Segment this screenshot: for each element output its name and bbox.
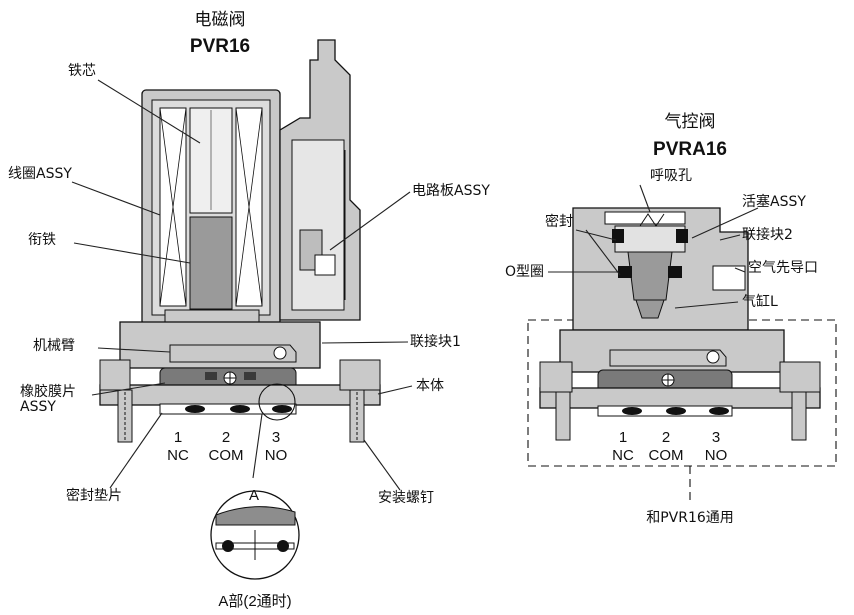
pvr16-port-2-number: 2 xyxy=(222,429,230,446)
pvr16-port-2-name: COM xyxy=(209,447,244,464)
pvr16-port-3-number: 3 xyxy=(272,429,280,446)
pvra16-leader-lines xyxy=(548,207,759,309)
label-piston: 活塞ASSY xyxy=(742,193,806,210)
o-ring-right xyxy=(668,266,682,278)
detail-a-caption: A部(2通时) xyxy=(218,593,291,610)
label-diaphragm-1: 橡胶膜片 xyxy=(20,383,76,400)
detail-a-marker: A xyxy=(249,487,259,504)
label-link-block-1: 联接块1 xyxy=(410,333,461,350)
label-coil: 线圈ASSY xyxy=(8,166,72,182)
label-core: 铁芯 xyxy=(68,63,96,79)
pvra16-port-1-name: NC xyxy=(612,447,634,464)
detail-a-marker-circle xyxy=(258,383,296,421)
pvra16-model: PVRA16 xyxy=(653,139,727,160)
pvra16-title: 气控阀 xyxy=(665,112,716,132)
common-part-frame xyxy=(527,319,837,467)
armature xyxy=(189,216,233,310)
label-seal: 密封 xyxy=(545,213,573,230)
pvr16-model: PVR16 xyxy=(190,36,250,57)
label-armature: 衔铁 xyxy=(28,232,56,248)
pvra16-port-2-number: 2 xyxy=(662,429,670,446)
label-mount-screw: 安装螺钉 xyxy=(378,490,434,506)
piston xyxy=(614,225,686,253)
label-breather: 呼吸孔 xyxy=(650,168,692,184)
pvra16-drawing xyxy=(527,184,837,505)
label-link-block-2: 联接块2 xyxy=(742,226,793,243)
o-ring-left xyxy=(618,266,632,278)
pvr16-port-1-name: NC xyxy=(167,447,189,464)
valve-body xyxy=(99,384,381,406)
pvr16-port-3-name: NO xyxy=(265,447,288,464)
label-body: 本体 xyxy=(416,378,444,394)
label-cylinder: 气缸L xyxy=(742,293,778,310)
label-lever: 机械臂 xyxy=(33,338,75,354)
pvr16-drawing xyxy=(99,39,381,580)
seal-gasket xyxy=(159,403,297,415)
pvra16-port-2-name: COM xyxy=(649,447,684,464)
label-seal-gasket: 密封垫片 xyxy=(66,487,122,504)
pvr16-port-1-number: 1 xyxy=(174,429,182,446)
detail-a-view xyxy=(210,490,300,580)
label-pcb: 电路板ASSY xyxy=(412,183,490,199)
lever xyxy=(169,344,297,363)
pvr16-title: 电磁阀 xyxy=(195,10,246,30)
pvra16-port-1-number: 1 xyxy=(619,429,627,446)
pvra16-port-3-number: 3 xyxy=(712,429,720,446)
pvra16-port-3-name: NO xyxy=(705,447,728,464)
label-diaphragm-2: ASSY xyxy=(20,399,56,415)
label-o-ring: O型圈 xyxy=(505,264,544,280)
label-common-with-pvr16: 和PVR16通用 xyxy=(646,510,734,526)
label-pilot-port: 空气先导口 xyxy=(748,260,818,276)
pvr16-leader-lines xyxy=(71,79,413,491)
mount-screw-right xyxy=(349,389,365,443)
